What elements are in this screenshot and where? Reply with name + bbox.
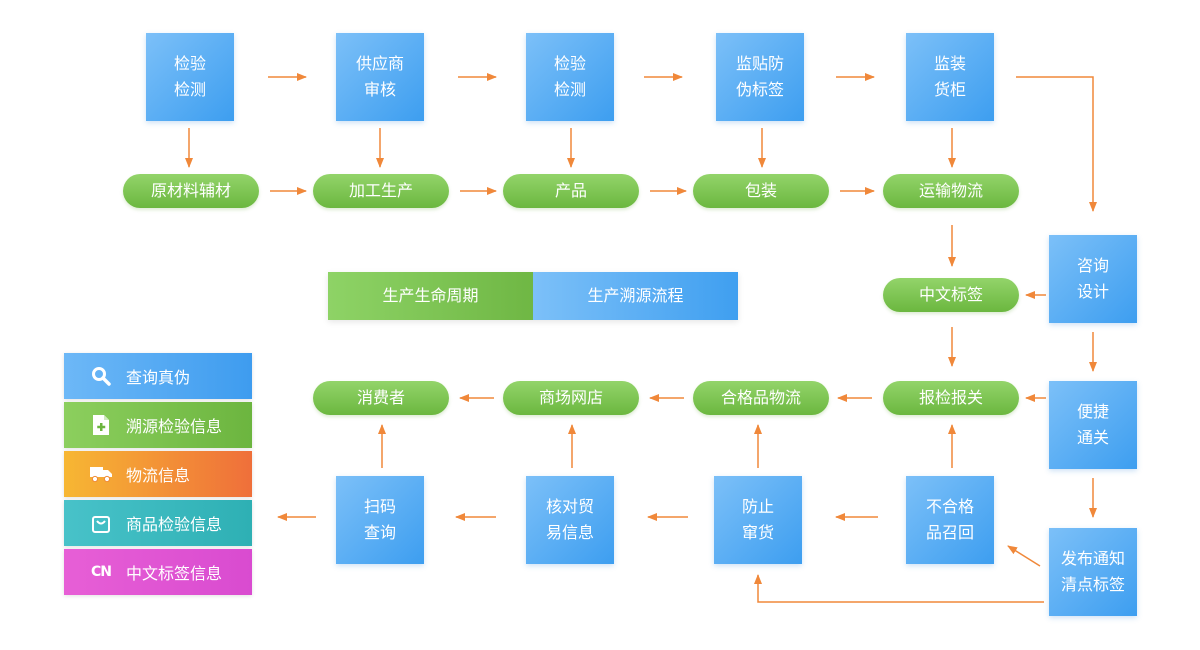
box-consult: 咨询 设计 bbox=[1049, 235, 1137, 323]
arrow-notice-recall bbox=[1007, 545, 1041, 567]
box-line: 不合格 bbox=[925, 497, 974, 516]
tab-lifecycle[interactable]: 生产生命周期 bbox=[328, 272, 533, 320]
box-line: 便捷 bbox=[1076, 402, 1109, 421]
arrow-notice-prevent bbox=[754, 574, 1044, 603]
box-line: 发布通知 bbox=[1060, 549, 1125, 568]
legend-item-verify[interactable]: 查询真伪 bbox=[64, 353, 252, 399]
box-line: 设计 bbox=[1076, 282, 1109, 301]
box-line: 检测 bbox=[553, 80, 586, 99]
box-anti-counterfeit: 监贴防 伪标签 bbox=[716, 33, 804, 121]
box-line: 防止 bbox=[741, 497, 774, 516]
box-customs: 便捷 通关 bbox=[1049, 381, 1137, 469]
legend-item-logistics[interactable]: 物流信息 bbox=[64, 451, 252, 497]
box-line: 供应商 bbox=[355, 54, 404, 73]
pill-raw-material: 原材料辅材 bbox=[123, 174, 259, 208]
tab-trace[interactable]: 生产溯源流程 bbox=[533, 272, 738, 320]
box-line: 检验 bbox=[173, 54, 206, 73]
box-line: 伪标签 bbox=[735, 80, 784, 99]
lifecycle-trace-toggle[interactable]: 生产生命周期 生产溯源流程 bbox=[328, 272, 738, 320]
box-prevent: 防止 窜货 bbox=[714, 476, 802, 564]
shopping-bag-icon bbox=[90, 512, 112, 534]
pill-qualified-logistics: 合格品物流 bbox=[693, 381, 829, 415]
box-line: 品召回 bbox=[925, 523, 974, 542]
box-recall: 不合格 品召回 bbox=[906, 476, 994, 564]
box-line: 查询 bbox=[363, 523, 396, 542]
box-line: 咨询 bbox=[1076, 256, 1109, 275]
legend-label: 物流信息 bbox=[126, 466, 191, 485]
box-trade-check: 核对贸 易信息 bbox=[526, 476, 614, 564]
box-line: 监贴防 bbox=[735, 54, 784, 73]
box-container: 监装 货柜 bbox=[906, 33, 994, 121]
truck-icon bbox=[90, 463, 112, 485]
box-line: 易信息 bbox=[545, 523, 594, 542]
pill-cn-label: 中文标签 bbox=[883, 278, 1019, 312]
box-line: 监装 bbox=[933, 54, 966, 73]
box-notice: 发布通知 清点标签 bbox=[1049, 528, 1137, 616]
box-line: 窜货 bbox=[741, 523, 774, 542]
pill-processing: 加工生产 bbox=[313, 174, 449, 208]
document-plus-icon bbox=[90, 414, 112, 436]
legend-item-cn-label[interactable]: CN 中文标签信息 bbox=[64, 549, 252, 595]
box-line: 扫码 bbox=[363, 497, 396, 516]
pill-consumer: 消费者 bbox=[313, 381, 449, 415]
pill-product: 产品 bbox=[503, 174, 639, 208]
pill-transport: 运输物流 bbox=[883, 174, 1019, 208]
pill-declare: 报检报关 bbox=[883, 381, 1019, 415]
search-icon bbox=[90, 365, 112, 387]
box-line: 检验 bbox=[553, 54, 586, 73]
legend-item-product-inspect[interactable]: 商品检验信息 bbox=[64, 500, 252, 546]
box-line: 通关 bbox=[1076, 428, 1109, 447]
legend-label: 中文标签信息 bbox=[126, 564, 223, 583]
legend-label: 溯源检验信息 bbox=[126, 417, 223, 436]
box-inspect-1: 检验 检测 bbox=[146, 33, 234, 121]
legend-label: 商品检验信息 bbox=[126, 515, 223, 534]
box-line: 检测 bbox=[173, 80, 206, 99]
arrow-container-consult bbox=[1016, 76, 1097, 212]
pill-packaging: 包装 bbox=[693, 174, 829, 208]
pill-mall: 商场网店 bbox=[503, 381, 639, 415]
legend-item-trace-inspect[interactable]: 溯源检验信息 bbox=[64, 402, 252, 448]
box-line: 核对贸 bbox=[545, 497, 594, 516]
box-line: 清点标签 bbox=[1060, 575, 1125, 594]
box-supplier-audit: 供应商 审核 bbox=[336, 33, 424, 121]
box-line: 货柜 bbox=[933, 80, 966, 99]
cn-icon: CN bbox=[91, 564, 112, 580]
box-scan: 扫码 查询 bbox=[336, 476, 424, 564]
legend-label: 查询真伪 bbox=[126, 368, 191, 387]
box-line: 审核 bbox=[363, 80, 396, 99]
box-inspect-2: 检验 检测 bbox=[526, 33, 614, 121]
